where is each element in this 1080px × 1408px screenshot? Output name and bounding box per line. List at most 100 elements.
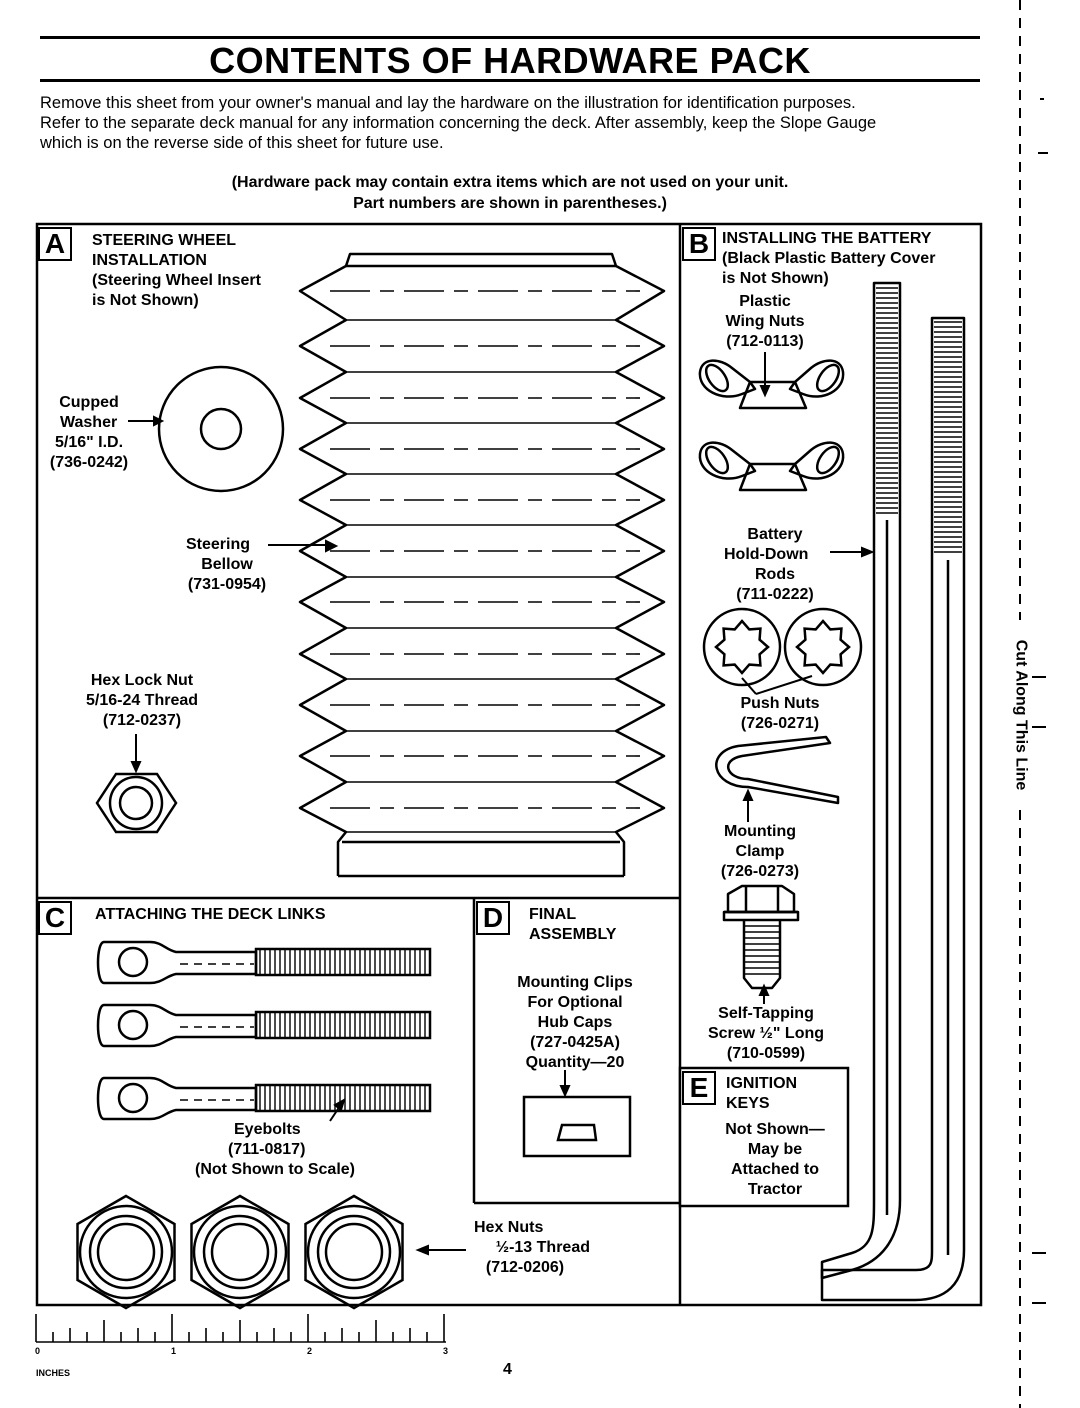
- label-line: Hex Lock Nut: [90, 672, 194, 689]
- label-line: (712-0237): [102, 712, 182, 729]
- ruler-label-1: 1: [171, 1346, 177, 1356]
- label-line: Wing Nuts: [725, 313, 805, 330]
- title-rule-top: [40, 36, 980, 39]
- section-e-heading-line: KEYS: [726, 1095, 770, 1112]
- label-line: (712-0113): [726, 333, 804, 350]
- hex-nuts-icon: [76, 1194, 404, 1310]
- wing-nuts-label: Plastic Wing Nuts (712-0113): [700, 292, 830, 352]
- section-e-letter: E: [682, 1071, 716, 1105]
- cut-mark: [1032, 726, 1046, 728]
- label-line: (736-0242): [49, 454, 129, 471]
- inch-ruler: [35, 1314, 446, 1343]
- intro-line: which is on the reverse side of this she…: [40, 134, 444, 152]
- intro-paragraph: Remove this sheet from your owner's manu…: [40, 93, 985, 153]
- section-b-heading-line: is Not Shown): [722, 270, 829, 287]
- label-line: Bellow: [201, 556, 253, 573]
- label-line: Quantity—20: [525, 1054, 625, 1071]
- cut-mark: [1032, 1252, 1046, 1254]
- pack-note-line-2: Part numbers are shown in parentheses.): [353, 195, 667, 212]
- section-b-heading-line: INSTALLING THE BATTERY: [722, 230, 932, 247]
- label-line: Cupped: [59, 394, 119, 411]
- label-line: Plastic: [739, 293, 791, 310]
- section-a-heading-line: is Not Shown): [92, 292, 199, 309]
- label-line: Hub Caps: [537, 1014, 613, 1031]
- section-c-letter: C: [38, 901, 72, 935]
- label-line: (Not Shown to Scale): [195, 1161, 355, 1178]
- label-line: Screw ½" Long: [707, 1025, 825, 1042]
- section-c-heading: ATTACHING THE DECK LINKS: [95, 906, 326, 923]
- section-d-heading-line: FINAL: [529, 906, 577, 923]
- label-line: (711-0817): [228, 1141, 306, 1158]
- label-line: For Optional: [527, 994, 623, 1011]
- battery-rods-label: Battery Hold-Down Rods (711-0222): [710, 525, 840, 605]
- cupped-washer-label: Cupped Washer 5/16" I.D. (736-0242): [30, 393, 148, 473]
- section-a-heading: STEERING WHEEL INSTALLATION (Steering Wh…: [92, 231, 261, 311]
- cut-mark: [1038, 152, 1048, 154]
- cut-mark: [1032, 676, 1046, 678]
- self-tapping-screw-label: Self-Tapping Screw ½" Long (710-0599): [686, 1004, 846, 1064]
- ruler-unit-label: INCHES: [36, 1368, 71, 1378]
- ignition-keys-note: Not Shown— May be Attached to Tractor: [700, 1120, 850, 1200]
- ruler-label-0: 0: [35, 1346, 41, 1356]
- label-line: May be: [747, 1141, 803, 1158]
- label-line: 5/16" I.D.: [54, 434, 124, 451]
- steering-bellow-label: Steering Bellow (731-0954): [172, 535, 282, 595]
- eyebolts-label: Eyebolts (711-0817) (Not Shown to Scale): [170, 1120, 380, 1180]
- cut-line-text: Cut Along This Line: [1012, 639, 1029, 791]
- label-line: (726-0273): [720, 863, 800, 880]
- section-d-heading-line: ASSEMBLY: [529, 926, 617, 943]
- ruler-label-2: 2: [307, 1346, 313, 1356]
- label-line: (731-0954): [187, 576, 267, 593]
- section-d-heading: FINAL ASSEMBLY: [529, 905, 616, 945]
- cut-line-label: Cut Along This Line: [1007, 620, 1033, 810]
- label-line: Tractor: [747, 1181, 803, 1198]
- label-line: Hold-Down: [724, 546, 809, 563]
- hex-lock-nut-icon: [95, 772, 178, 834]
- label-line: Not Shown—: [725, 1121, 825, 1138]
- hex-lock-nut-label: Hex Lock Nut 5/16-24 Thread (712-0237): [62, 671, 222, 731]
- section-a-heading-line: INSTALLATION: [92, 252, 207, 269]
- label-line: Attached to: [731, 1161, 819, 1178]
- label-line: Push Nuts: [740, 695, 820, 712]
- section-a-heading-line: (Steering Wheel Insert: [92, 272, 261, 289]
- label-line: Hex Nuts: [474, 1219, 544, 1236]
- label-line: Clamp: [735, 843, 785, 860]
- wing-nuts-icon: [698, 359, 845, 492]
- battery-hold-down-rods-icon: [820, 281, 966, 1302]
- title-rule-bottom: [40, 79, 980, 82]
- label-line: Mounting: [724, 823, 796, 840]
- label-line: (727-0425A): [530, 1034, 620, 1051]
- section-e-heading: IGNITION KEYS: [726, 1074, 797, 1114]
- intro-line: Remove this sheet from your owner's manu…: [40, 94, 856, 112]
- label-line: Eyebolts: [234, 1121, 301, 1138]
- label-line: Steering: [186, 536, 251, 553]
- section-b-letter: B: [682, 227, 716, 261]
- cut-mark: [1040, 98, 1044, 100]
- mounting-clips-label: Mounting Clips For Optional Hub Caps (72…: [500, 973, 650, 1073]
- mounting-clip-icon: [522, 1095, 632, 1158]
- label-line: 5/16-24 Thread: [85, 692, 199, 709]
- page-title: CONTENTS OF HARDWARE PACK: [209, 40, 811, 81]
- self-tapping-screw-icon: [722, 884, 800, 990]
- section-d-letter: D: [476, 901, 510, 935]
- hex-nuts-label: Hex Nuts ½-13 Thread (712-0206): [460, 1218, 590, 1278]
- page-number: 4: [503, 1361, 512, 1378]
- section-b-heading-line: (Black Plastic Battery Cover: [722, 250, 936, 267]
- label-line: (726-0271): [740, 715, 820, 732]
- section-b-heading: INSTALLING THE BATTERY (Black Plastic Ba…: [722, 229, 935, 289]
- label-line: ½-13 Thread: [495, 1239, 590, 1256]
- label-line: (710-0599): [726, 1045, 806, 1062]
- label-line: Rods: [755, 566, 795, 583]
- ruler-label-3: 3: [443, 1346, 449, 1356]
- label-line: Self-Tapping: [718, 1005, 814, 1022]
- frame-outer: [35, 222, 983, 1307]
- section-a-heading-line: STEERING WHEEL: [92, 232, 237, 249]
- mounting-clamp-label: Mounting Clamp (726-0273): [700, 822, 820, 882]
- cupped-washer-icon: [157, 365, 285, 493]
- label-line: Battery: [747, 526, 803, 543]
- label-line: Washer: [60, 414, 118, 431]
- intro-line: Refer to the separate deck manual for an…: [40, 114, 877, 132]
- section-a-letter: A: [38, 227, 72, 261]
- mounting-clamp-icon: [715, 735, 840, 805]
